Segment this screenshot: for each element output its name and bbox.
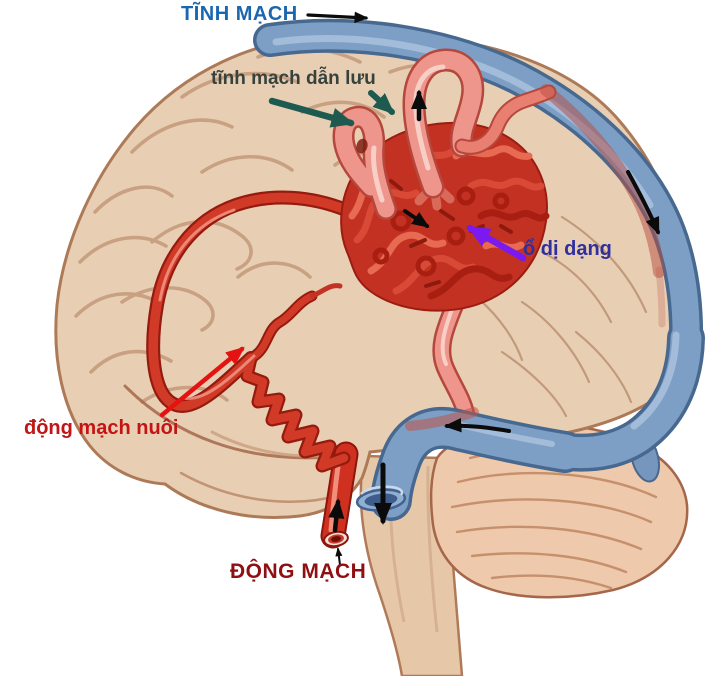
flow-arrow-nidus [403, 209, 430, 228]
flow-arrow-sinus-right [626, 170, 660, 235]
flow-arrow-top-vein [306, 11, 369, 24]
sinus-blood-streaks [405, 84, 666, 431]
vein-label: TĨNH MẠCH [181, 3, 298, 25]
flow-arrow-transverse-sinus [443, 417, 511, 433]
feeding-artery [146, 190, 375, 473]
flow-arrows [306, 11, 660, 566]
annotation-arrows [159, 90, 527, 418]
nidus-arrow [466, 224, 527, 262]
draining-vein-arrow-short [368, 90, 395, 115]
feeding-artery-arrow [159, 346, 245, 418]
nidus-label: ổ dị dạng [523, 238, 612, 260]
draining-veins [332, 48, 557, 220]
flow-arrow-artery-inflow [328, 498, 345, 533]
nidus [340, 121, 550, 312]
artery-label-pointer-line [335, 547, 343, 566]
draining-vein-arrow-long [268, 97, 355, 128]
occipital-sulci [478, 215, 648, 418]
feeding-artery-label: động mạch nuôi [24, 417, 179, 439]
cerebellum [429, 423, 689, 599]
artery-label: ĐỘNG MẠCH [230, 560, 367, 583]
draining-vein-label: tĩnh mạch dẫn lưu [211, 68, 376, 89]
